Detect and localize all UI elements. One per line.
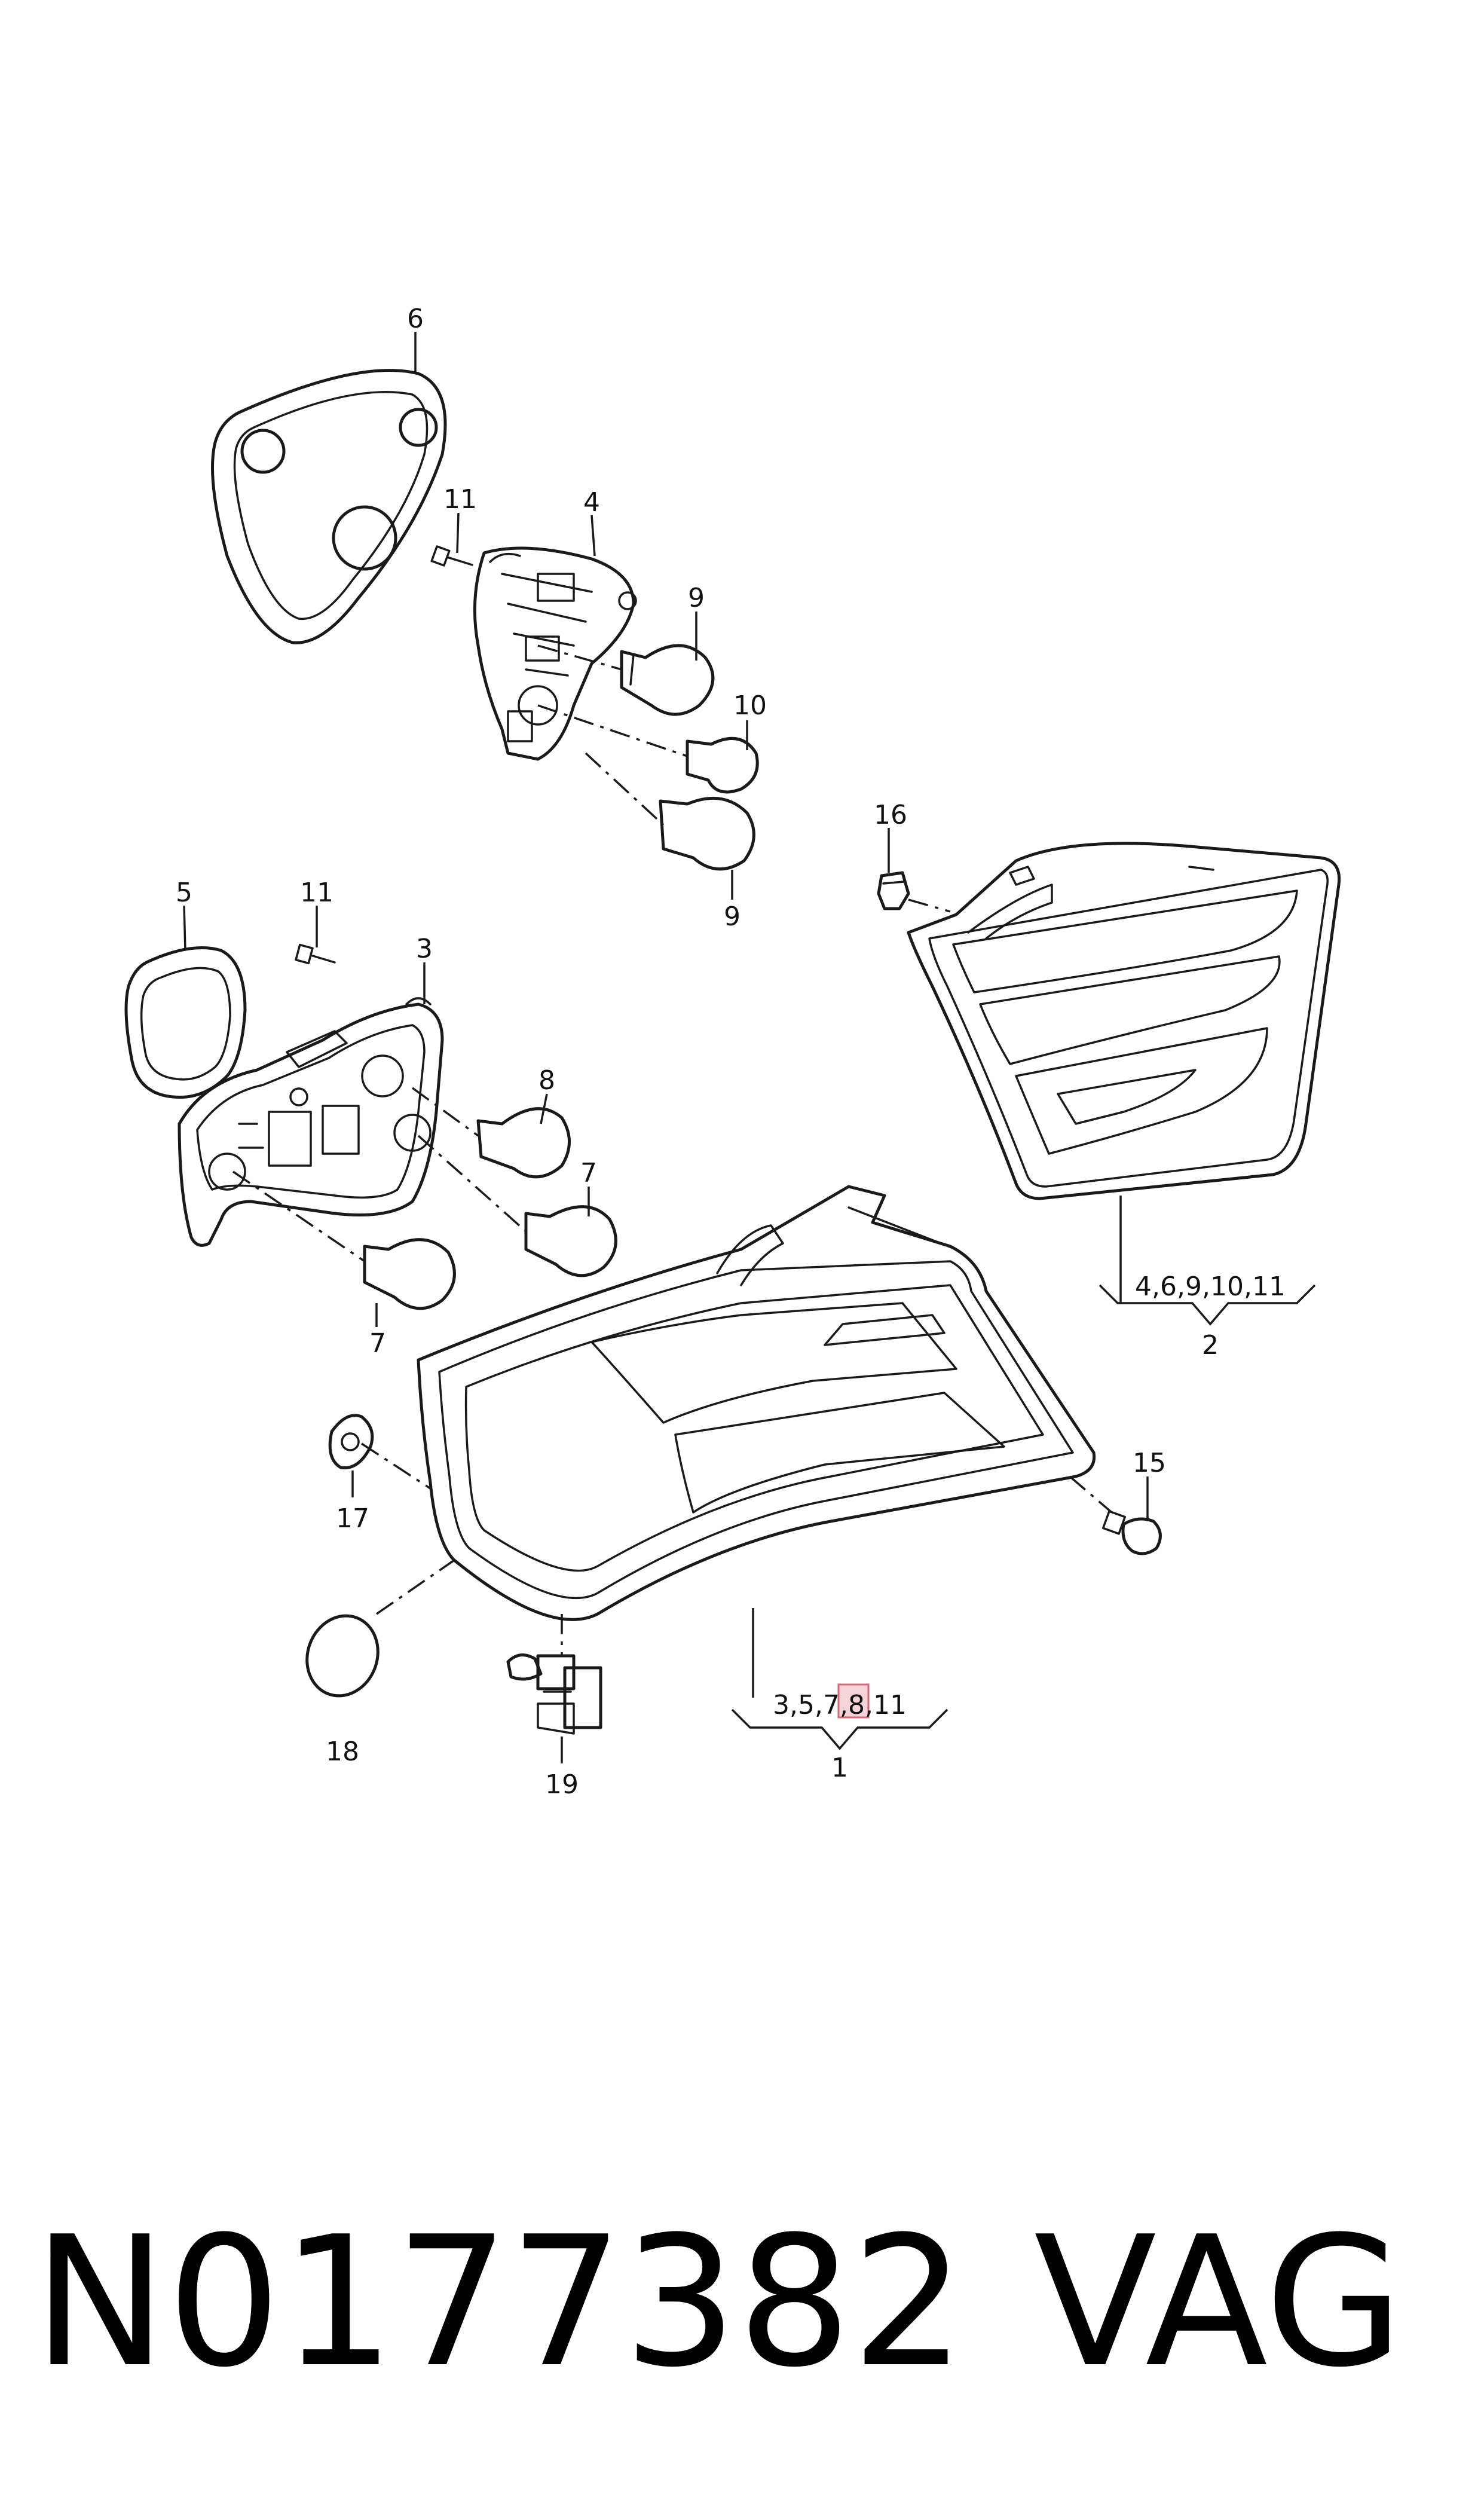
callout-8: 8 bbox=[538, 1065, 555, 1096]
group-1-number: 1 bbox=[831, 1753, 848, 1783]
callout-16: 16 bbox=[874, 800, 907, 830]
bulb-part-8 bbox=[476, 1107, 571, 1179]
callout-17: 17 bbox=[336, 1503, 369, 1534]
cap-part-18 bbox=[305, 1614, 380, 1698]
callout-3: 3 bbox=[416, 934, 433, 964]
callout-11-top: 11 bbox=[443, 484, 477, 515]
bulb-part-7-lower bbox=[363, 1238, 456, 1310]
screw-part-11-left bbox=[295, 943, 336, 965]
group-1-parts-after: ,8,11 bbox=[840, 1690, 907, 1720]
bulb-part-10 bbox=[686, 736, 759, 794]
screw-part-11-top bbox=[430, 545, 473, 567]
callout-4: 4 bbox=[583, 487, 600, 518]
group-1-parts-highlight: 7 bbox=[823, 1690, 840, 1720]
gasket-ring-part-5 bbox=[124, 946, 247, 1099]
group-1-parts-before: 3,5, bbox=[773, 1690, 823, 1720]
bulb-part-9-lower bbox=[659, 796, 755, 871]
bulb-holder-part-4 bbox=[473, 546, 637, 761]
gasket-plate-part-6 bbox=[211, 369, 447, 644]
group-2-number: 2 bbox=[1202, 1330, 1219, 1361]
callout-9-upper: 9 bbox=[688, 583, 705, 613]
callout-15: 15 bbox=[1133, 1448, 1166, 1478]
bulb-holder-part-3 bbox=[178, 997, 444, 1247]
callout-9-lower: 9 bbox=[724, 901, 741, 932]
callout-10: 10 bbox=[733, 690, 767, 721]
group-2-parts: 4,6,9,10,11 bbox=[1135, 1271, 1286, 1302]
outer-tail-light-part-1 bbox=[417, 1185, 1096, 1621]
bulb-part-7-upper bbox=[524, 1205, 617, 1277]
highlight-part-7 bbox=[837, 1683, 870, 1719]
callout-19: 19 bbox=[545, 1769, 579, 1800]
callout-18: 18 bbox=[326, 1737, 359, 1767]
socket-part-19 bbox=[506, 1653, 602, 1735]
callout-6: 6 bbox=[407, 304, 424, 334]
clip-part-17 bbox=[328, 1414, 374, 1470]
inner-tail-light-part-2 bbox=[907, 842, 1341, 1200]
callout-5: 5 bbox=[176, 878, 192, 908]
group-bracket-1 bbox=[731, 1708, 948, 1750]
group-bracket-2 bbox=[1099, 1284, 1316, 1326]
callout-7-right: 7 bbox=[580, 1158, 597, 1188]
callout-7-left: 7 bbox=[369, 1328, 386, 1359]
callout-11-left: 11 bbox=[300, 878, 333, 908]
screw-part-15 bbox=[1101, 1510, 1162, 1555]
clip-part-16 bbox=[877, 871, 910, 910]
bulb-part-9-upper bbox=[620, 644, 715, 716]
brand-name: VAG bbox=[1034, 2198, 1403, 2407]
group-1-parts: 3,5,7,8,11 bbox=[773, 1690, 907, 1720]
part-number: N0177382 bbox=[33, 2198, 966, 2407]
